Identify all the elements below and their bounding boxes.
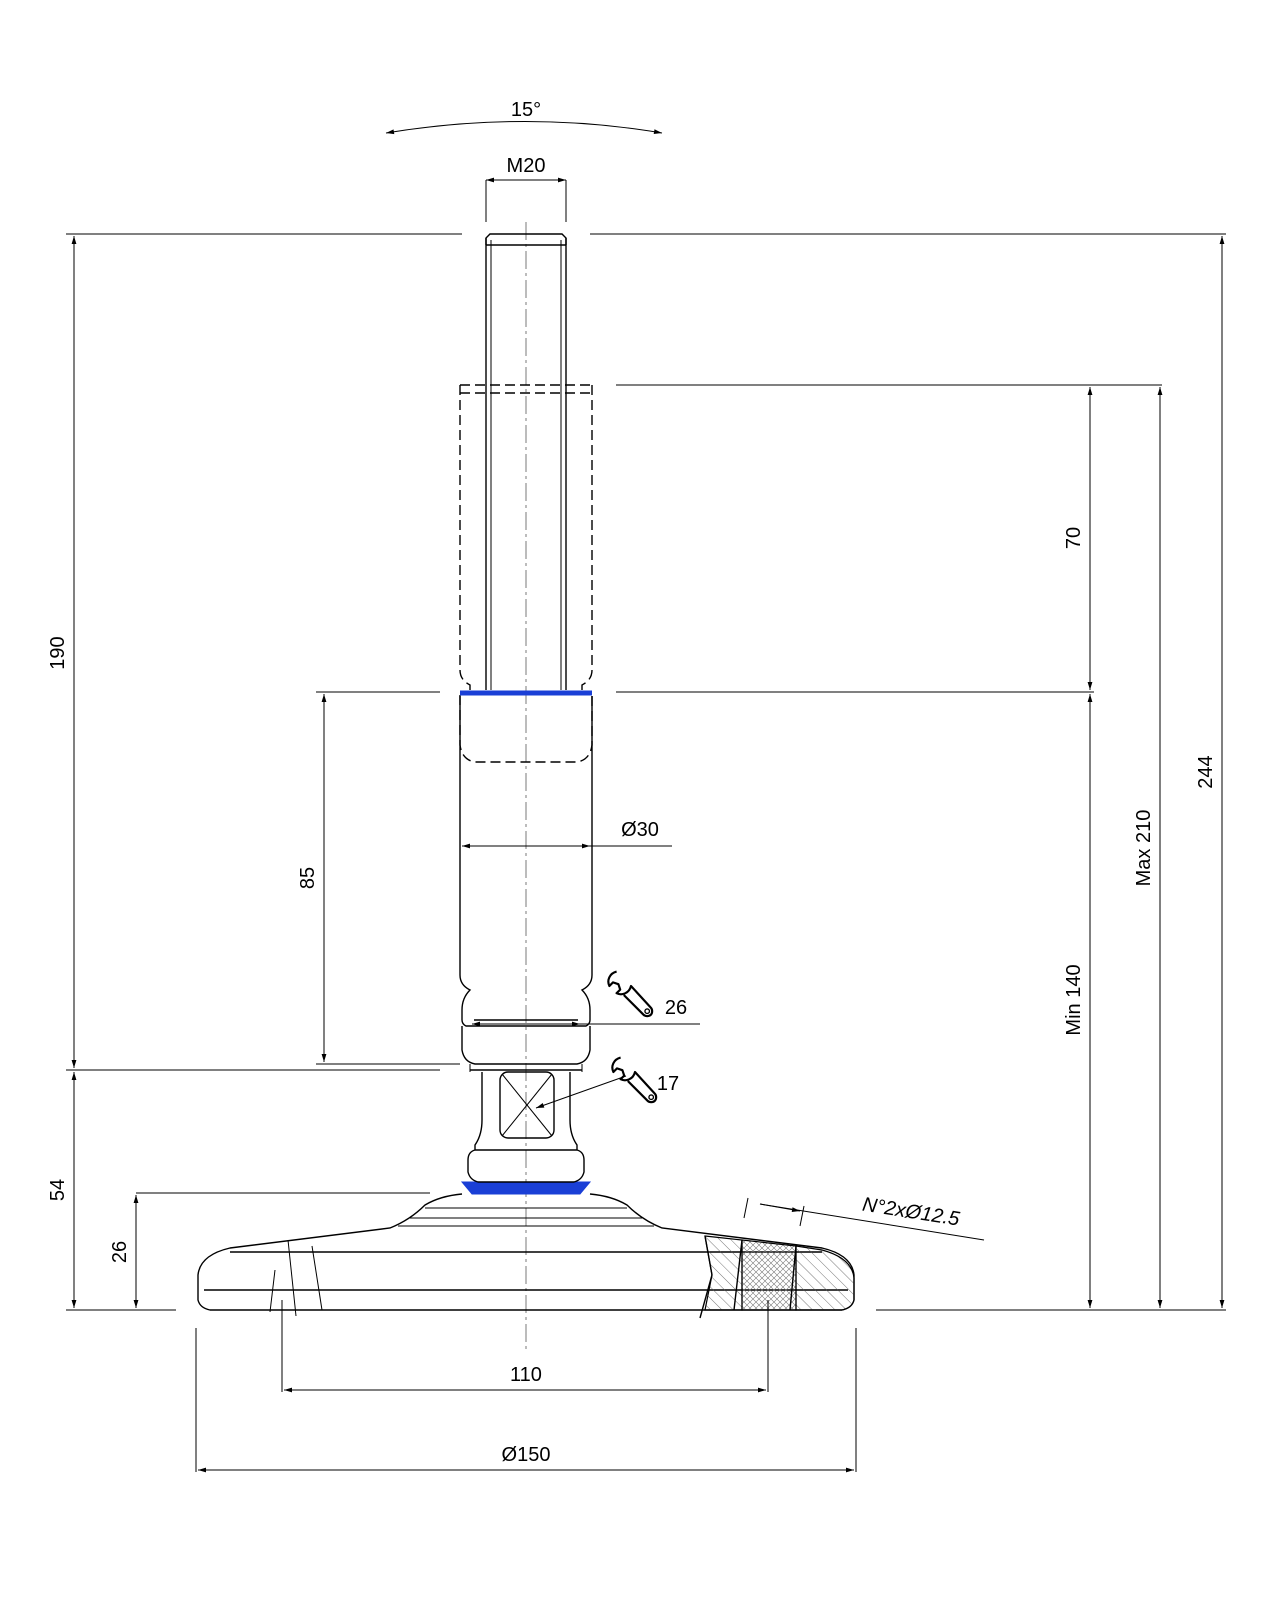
dim-max: Max 210: [1133, 810, 1155, 887]
dim-angle: 15°: [511, 99, 541, 121]
dim-70: 70: [1063, 527, 1085, 549]
extension-lines: [66, 180, 1226, 1472]
base-foot: [197, 1193, 855, 1319]
dim-wrench-17: 17: [657, 1073, 679, 1095]
seal-ring-lower: [460, 1181, 592, 1195]
dim-26-plate: 26: [109, 1241, 131, 1263]
dim-thread: M20: [507, 155, 546, 177]
dim-244: 244: [1195, 755, 1217, 788]
dim-wrench-26: 26: [665, 997, 687, 1019]
dim-190: 190: [47, 636, 69, 669]
dim-diameter-150: Ø150: [502, 1444, 551, 1466]
dim-diameter-30: Ø30: [621, 819, 659, 841]
dim-min: Min 140: [1063, 964, 1085, 1035]
wrench-icon: [607, 970, 654, 1018]
dim-110: 110: [510, 1364, 542, 1386]
dim-85: 85: [297, 867, 319, 889]
threaded-stud: [485, 233, 567, 690]
dim-54: 54: [47, 1179, 69, 1201]
main-body: [459, 696, 593, 1072]
extended-body-outline: [459, 384, 593, 763]
wrench-icon: [611, 1056, 658, 1104]
swivel-nut: [467, 1071, 585, 1183]
dimension-lines: [71, 121, 1225, 1473]
dim-holes: N°2xØ12.5: [861, 1194, 962, 1231]
